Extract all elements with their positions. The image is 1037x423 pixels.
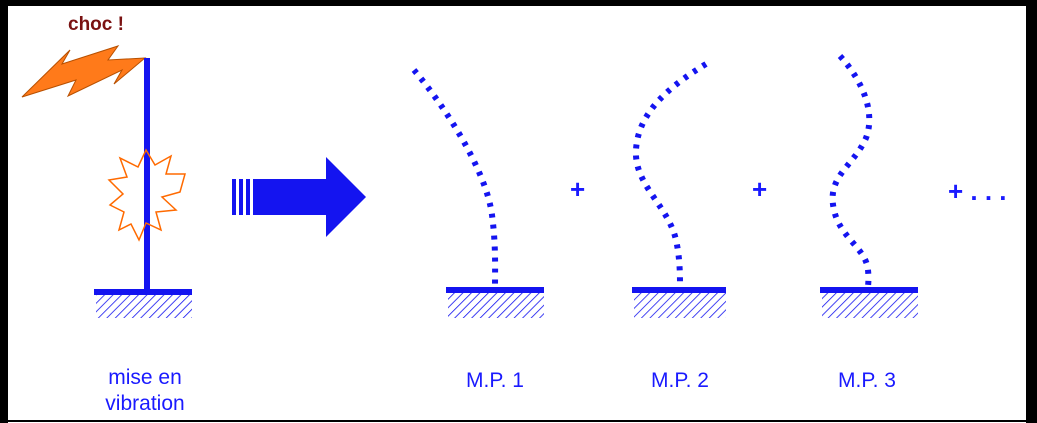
mode-label-1: M.P. 1 [466,369,524,392]
mode-label-2: M.P. 2 [651,369,709,392]
excited-pole [144,58,150,294]
plus-sign-2: + [752,174,767,204]
continuation-plus-dots: + . . . [948,176,1007,206]
shock-label: choc ! [68,14,124,35]
ground-support-3 [632,287,726,318]
mode-shape-3 [829,53,873,288]
excitation-label-line2: vibration [105,392,185,415]
excitation-label-line1: mise en [108,366,182,389]
lightning-icon [21,45,147,98]
ground-support-2 [446,287,544,318]
ground-support-4 [820,287,918,318]
arrow-right-icon [232,157,366,237]
mode-shape-2 [632,61,708,288]
ground-support-1 [94,289,192,318]
mode-shape-1 [411,68,499,288]
mode-label-3: M.P. 3 [838,369,896,392]
impact-burst-icon [107,148,186,242]
plus-sign-1: + [570,174,585,204]
